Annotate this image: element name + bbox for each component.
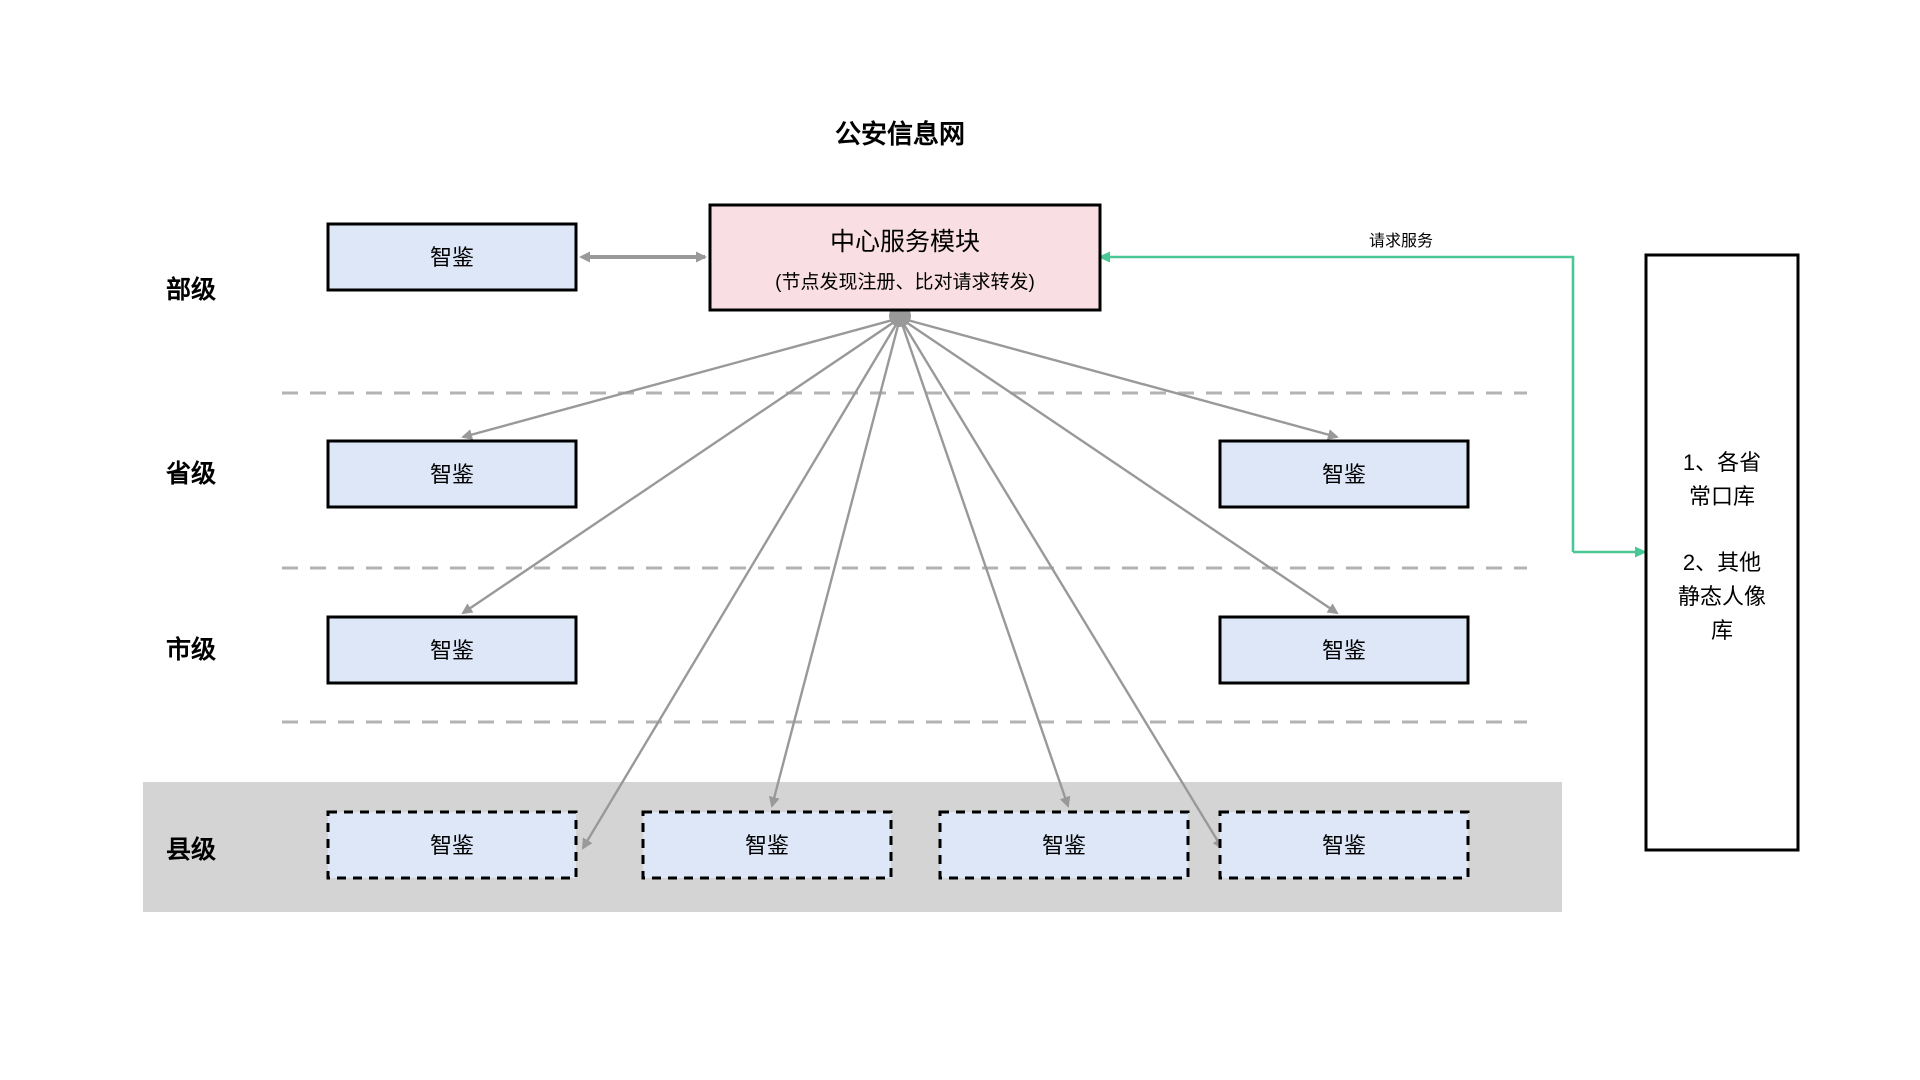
node-county-2[interactable]: 智鉴: [641, 810, 893, 880]
node-box[interactable]: [1218, 439, 1470, 509]
center-module-box[interactable]: [708, 203, 1102, 312]
node-province-2[interactable]: 智鉴: [1218, 439, 1470, 509]
node-label: 智鉴: [430, 245, 474, 270]
spoke-to-province-right: [899, 316, 1339, 440]
node-box[interactable]: [938, 810, 1190, 880]
node-box[interactable]: [1218, 615, 1470, 685]
database-rect[interactable]: [1644, 253, 1800, 852]
node-county-4[interactable]: 智鉴: [1218, 810, 1470, 880]
spoke-to-province-left: [461, 316, 901, 440]
spoke-to-county-1: [581, 317, 902, 850]
node-box[interactable]: [641, 810, 893, 880]
center-module-title: 中心服务模块: [830, 228, 980, 256]
spoke-to-county-4: [898, 317, 1224, 850]
node-label: 智鉴: [430, 638, 474, 663]
node-label: 智鉴: [1042, 833, 1086, 858]
request-service-label: 请求服务: [1369, 232, 1433, 250]
node-box[interactable]: [326, 615, 578, 685]
node-province-1[interactable]: 智鉴: [326, 439, 578, 509]
database-line-4: 静态人像: [1678, 584, 1766, 609]
spoke-group: [461, 316, 1339, 850]
database-box[interactable]: 1、各省 常口库 2、其他 静态人像 库: [1644, 253, 1800, 852]
page-title: 公安信息网: [835, 119, 965, 149]
database-line-2: 常口库: [1689, 484, 1755, 509]
node-county-3[interactable]: 智鉴: [938, 810, 1190, 880]
center-service-module[interactable]: 中心服务模块 (节点发现注册、比对请求转发): [708, 203, 1102, 312]
spoke-to-city-left: [461, 317, 901, 615]
node-label: 智鉴: [430, 833, 474, 858]
level-label-ministry: 部级: [166, 275, 216, 304]
database-line-3: 2、其他: [1683, 550, 1761, 575]
spoke-to-county-3: [898, 317, 1071, 808]
center-module-subtitle: (节点发现注册、比对请求转发): [775, 271, 1035, 293]
spoke-to-county-2: [768, 317, 902, 808]
node-box[interactable]: [326, 222, 578, 292]
node-label: 智鉴: [745, 833, 789, 858]
node-city-1[interactable]: 智鉴: [326, 615, 578, 685]
spoke-to-city-right: [899, 317, 1339, 615]
database-line-1: 1、各省: [1683, 450, 1761, 475]
node-box[interactable]: [326, 439, 578, 509]
node-city-2[interactable]: 智鉴: [1218, 615, 1470, 685]
level-label-county: 县级: [166, 835, 216, 864]
database-line-5: 库: [1711, 618, 1733, 643]
node-box[interactable]: [1218, 810, 1470, 880]
node-county-1[interactable]: 智鉴: [326, 810, 578, 880]
node-label: 智鉴: [1322, 638, 1366, 663]
node-label: 智鉴: [430, 462, 474, 487]
node-label: 智鉴: [1322, 833, 1366, 858]
node-ministry-1[interactable]: 智鉴: [326, 222, 578, 292]
node-label: 智鉴: [1322, 462, 1366, 487]
request-service-arrow-to-center: [1098, 251, 1575, 552]
level-label-province: 省级: [165, 459, 216, 488]
node-box[interactable]: [326, 810, 578, 880]
level-label-city: 市级: [166, 635, 216, 664]
